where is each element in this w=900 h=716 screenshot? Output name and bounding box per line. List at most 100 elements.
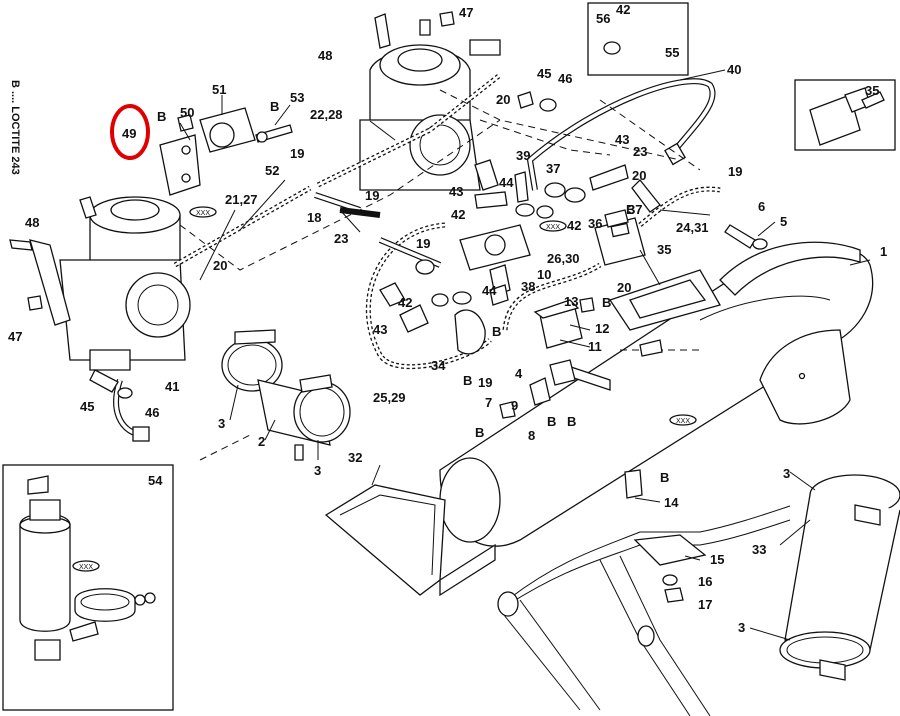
callout-48: 48 [25, 215, 39, 230]
carburetor-front [29, 196, 191, 371]
callout-3: 3 [314, 463, 321, 478]
adhesive-mark: B [270, 99, 279, 114]
callout-50: 50 [180, 105, 194, 120]
callout-42: 42 [398, 295, 412, 310]
callout-17: 17 [698, 597, 712, 612]
adhesive-mark: B [475, 425, 484, 440]
fuel-valve [594, 179, 661, 266]
callout-36: 36 [588, 216, 602, 231]
callout-26-30: 26,30 [547, 251, 580, 266]
throttle-sensor [159, 107, 293, 196]
svg-text:XXX: XXX [196, 210, 210, 217]
callout-1: 1 [880, 244, 887, 259]
callout-45: 45 [537, 66, 551, 81]
callout-39: 39 [516, 148, 530, 163]
callout-42: 42 [616, 2, 630, 17]
xxx-tag: XXX [72, 560, 100, 572]
callout-6: 6 [758, 199, 765, 214]
xxx-tag: XXX [539, 220, 567, 232]
callout-19: 19 [365, 188, 379, 203]
adhesive-mark: B [660, 470, 669, 485]
callout-19: 19 [416, 236, 430, 251]
callout-24-31: 24,31 [676, 220, 709, 235]
adhesive-mark: B [567, 414, 576, 429]
callout-4: 4 [515, 366, 523, 381]
adhesive-mark: B [602, 295, 611, 310]
callout-14: 14 [664, 495, 679, 510]
adhesive-mark: B [157, 109, 166, 124]
valve-inset [794, 79, 896, 151]
callout-19: 19 [290, 146, 304, 161]
callout-42: 42 [451, 207, 465, 222]
callout-49: 49 [122, 126, 136, 141]
callout-54: 54 [148, 473, 163, 488]
callout-20: 20 [632, 168, 646, 183]
fitting-inset [587, 2, 689, 76]
callout-44: 44 [499, 175, 514, 190]
callout-2: 2 [258, 434, 265, 449]
loctite-legend: B .... LOCTITE 243 [9, 80, 21, 175]
adhesive-mark: B [492, 324, 501, 339]
callout-12: 12 [595, 321, 609, 336]
callout-43: 43 [373, 322, 387, 337]
callout-42: 42 [567, 218, 581, 233]
callout-13: 13 [564, 294, 578, 309]
callout-52: 52 [265, 163, 279, 178]
xxx-tag: XXX [669, 414, 697, 426]
muffler [439, 241, 874, 547]
callout-41: 41 [165, 379, 179, 394]
callout-15: 15 [710, 552, 724, 567]
adhesive-mark: B [463, 373, 472, 388]
callout-3: 3 [218, 416, 225, 431]
callout-25-29: 25,29 [373, 390, 406, 405]
intake-coupling [221, 329, 351, 461]
callout-43: 43 [615, 132, 629, 147]
callout-33: 33 [752, 542, 766, 557]
callout-3: 3 [783, 466, 790, 481]
callout-53: 53 [290, 90, 304, 105]
callout-44: 44 [482, 283, 497, 298]
callout-35: 35 [865, 83, 879, 98]
callout-51: 51 [212, 82, 226, 97]
callout-48: 48 [318, 48, 332, 63]
callout-37: 37 [628, 202, 642, 217]
callout-47: 47 [8, 329, 22, 344]
callout-45: 45 [80, 399, 94, 414]
fuel-filter [533, 299, 583, 349]
callout-23: 23 [633, 144, 647, 159]
callout-22-28: 22,28 [310, 107, 343, 122]
callout-43: 43 [449, 184, 463, 199]
callout-19: 19 [728, 164, 742, 179]
callout-7: 7 [485, 395, 492, 410]
callout-23: 23 [334, 231, 348, 246]
xxx-tag: XXX [189, 206, 217, 218]
callout-8: 8 [528, 428, 535, 443]
callout-47: 47 [459, 5, 473, 20]
callout-40: 40 [727, 62, 741, 77]
adhesive-mark: B [547, 414, 556, 429]
highlight-circle [110, 104, 150, 160]
callouts: 1 2 3 3 3 3 4 5 6 7 8 9 10 11 12 13 14 1… [8, 2, 887, 635]
vent-tube [113, 78, 716, 442]
frame-tube [497, 505, 791, 716]
callout-3: 3 [738, 620, 745, 635]
callout-10: 10 [537, 267, 551, 282]
callout-9: 9 [511, 398, 518, 413]
callout-46: 46 [145, 405, 159, 420]
exhaust-coupling [779, 474, 900, 681]
fuel-pump-bracket [454, 224, 531, 355]
svg-text:XXX: XXX [79, 564, 93, 571]
callout-35: 35 [657, 242, 671, 257]
callout-37: 37 [546, 161, 560, 176]
svg-text:XXX: XXX [546, 224, 560, 231]
fuel-pump-inset [2, 464, 174, 711]
callout-38: 38 [521, 279, 535, 294]
callout-11: 11 [588, 339, 602, 354]
callout-20: 20 [213, 258, 227, 273]
callout-16: 16 [698, 574, 712, 589]
callout-18: 18 [307, 210, 321, 225]
callout-34: 34 [431, 358, 446, 373]
callout-5: 5 [780, 214, 787, 229]
